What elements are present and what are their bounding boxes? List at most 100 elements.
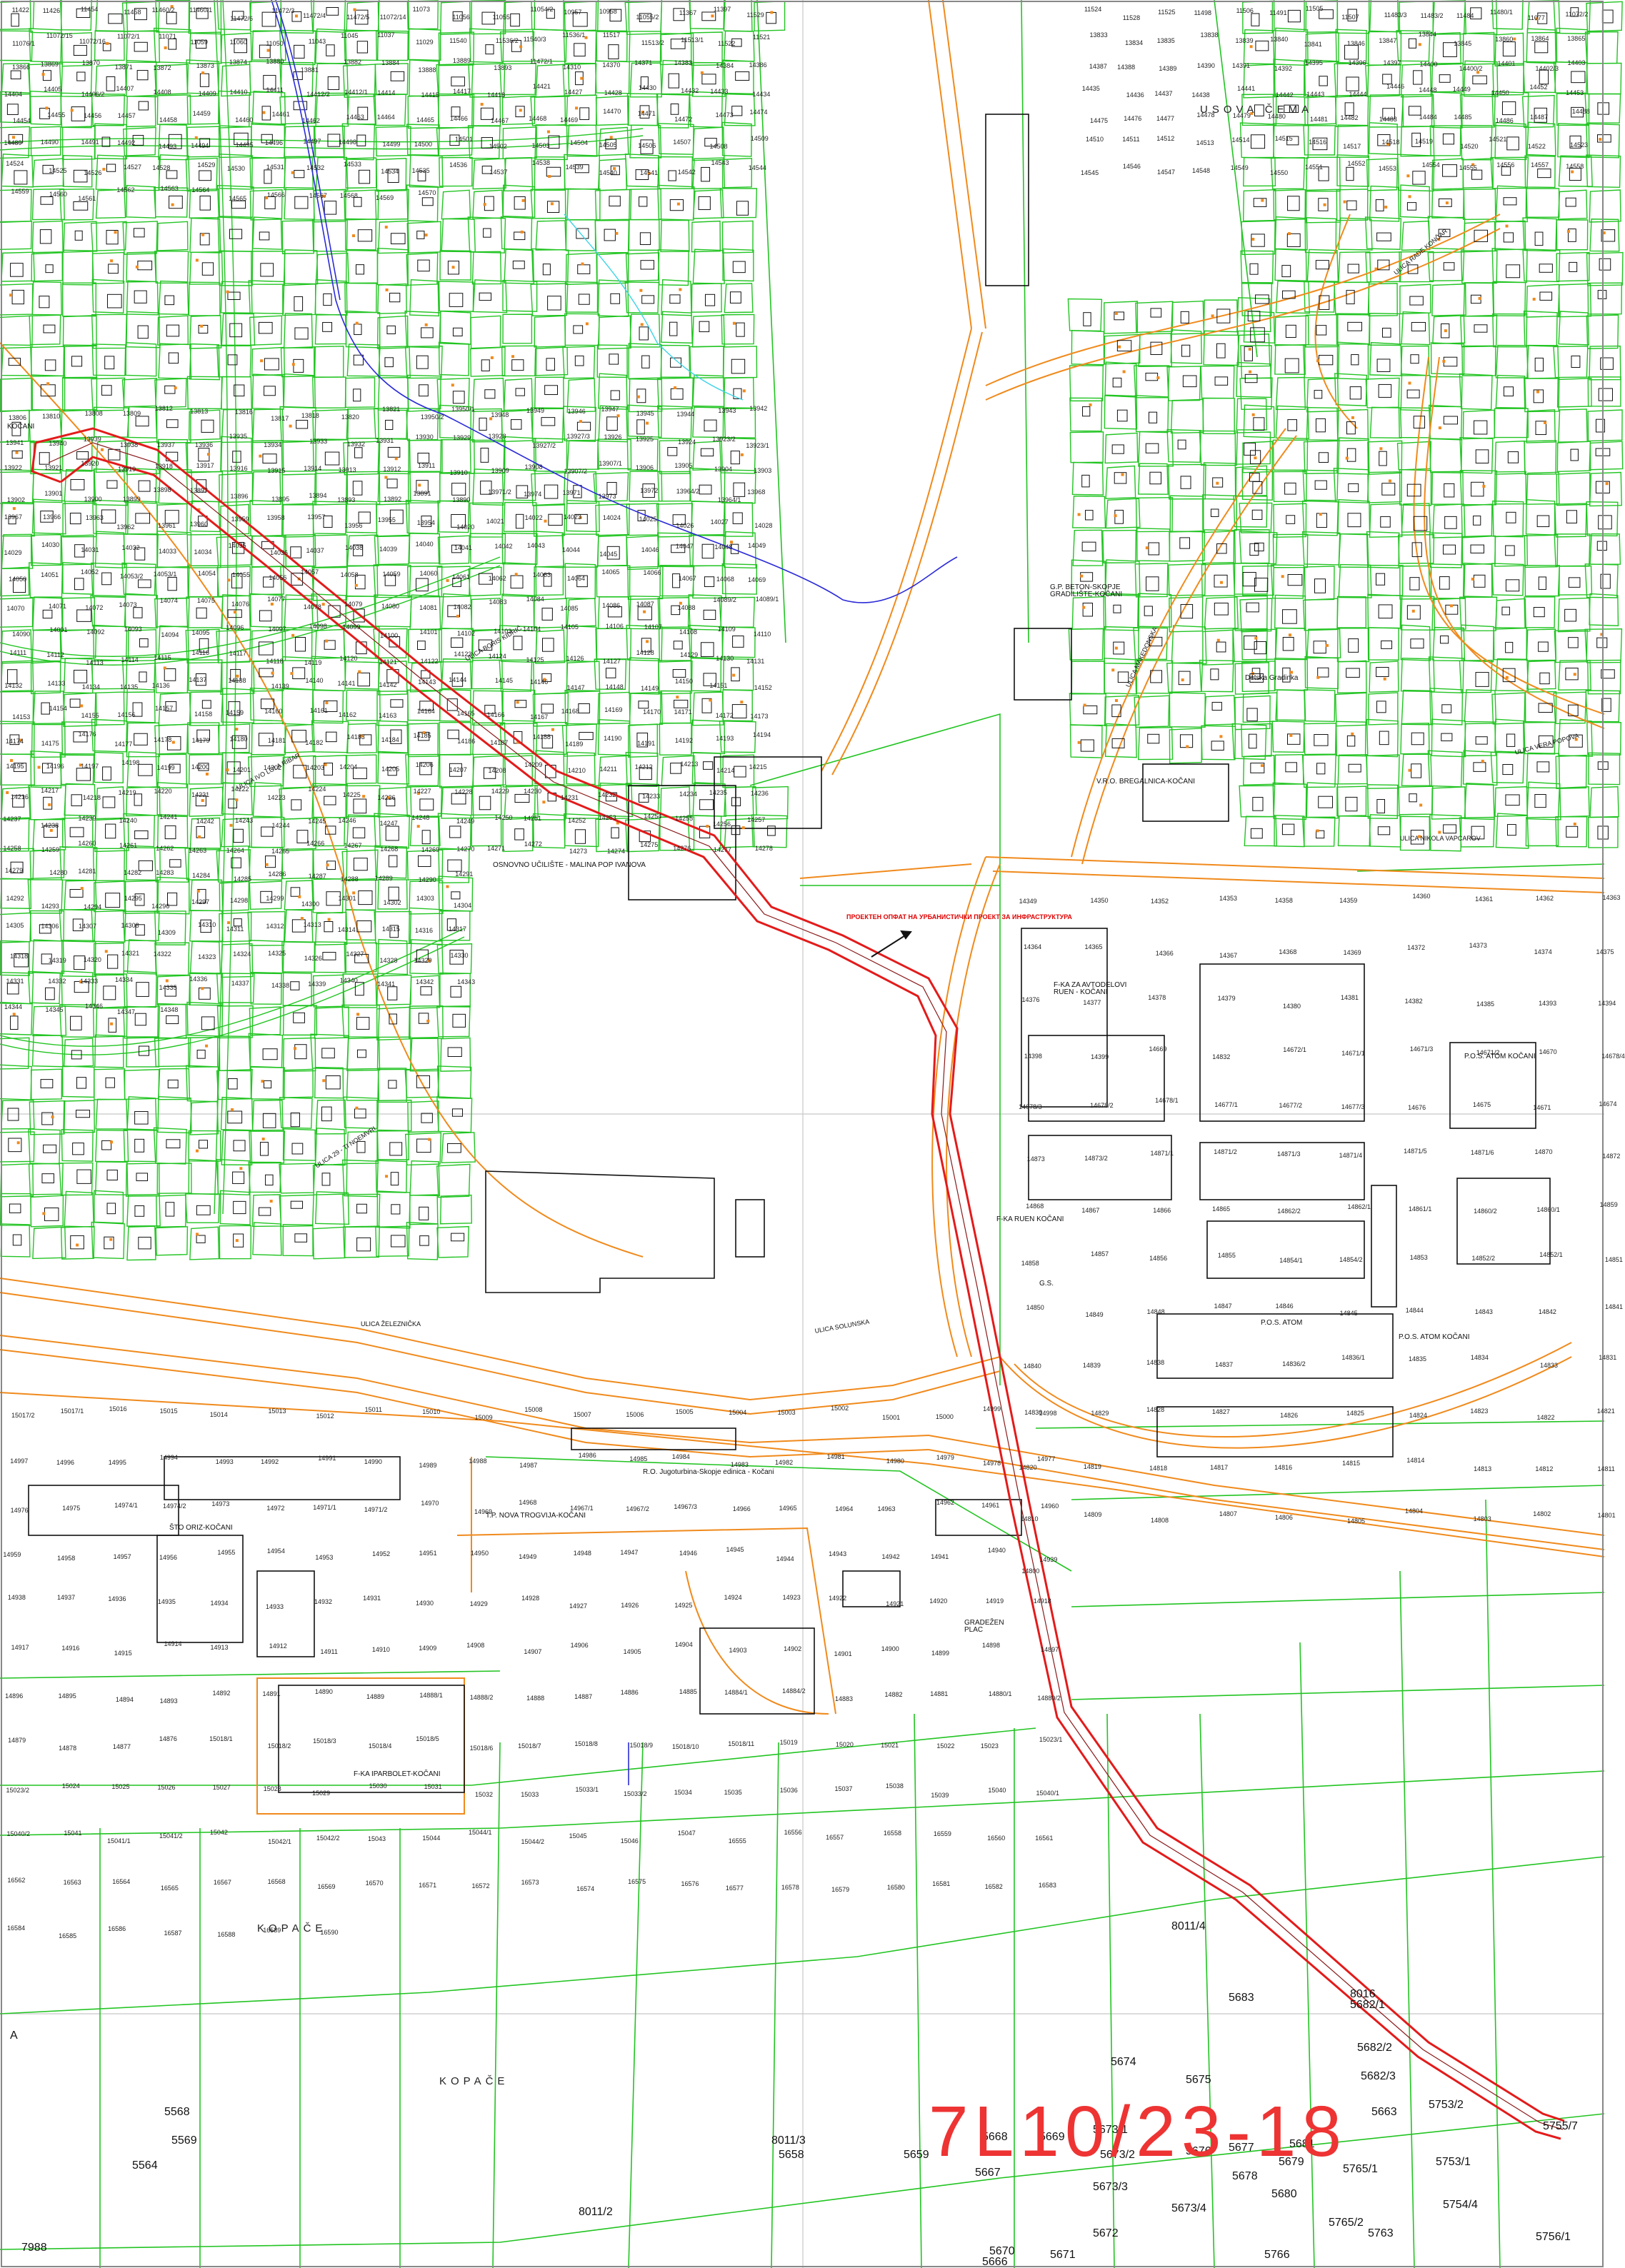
parcel-outline [657, 184, 695, 221]
house-outline [108, 13, 123, 24]
parcel-outline [1526, 660, 1556, 690]
parcel-outline [280, 0, 315, 34]
parcel-outline [724, 30, 755, 62]
parcel-outline [1270, 157, 1306, 190]
parcel-outline [1367, 472, 1402, 503]
parcel-outline [283, 313, 314, 348]
parcel-outline [1301, 816, 1336, 847]
parcel-outline [216, 535, 253, 567]
parcel-outline [216, 973, 255, 1003]
parcel-outline [1235, 465, 1268, 497]
parcel-outline [219, 154, 253, 190]
parcel-outline [219, 1190, 251, 1225]
parcel-outline [1522, 249, 1561, 283]
parcel-number: 14851 [1604, 1255, 1623, 1263]
house-marker [163, 666, 166, 670]
parcel-outline [1068, 628, 1104, 661]
house-marker [418, 483, 421, 487]
parcel-outline [566, 598, 596, 628]
parcel-outline [658, 156, 694, 189]
house-marker [196, 889, 200, 893]
house-marker [174, 386, 177, 390]
parcel-outline [1464, 723, 1496, 757]
parcel-outline [94, 1190, 124, 1224]
house-marker [1386, 143, 1390, 146]
house-marker [646, 640, 649, 643]
parcel-outline [561, 533, 599, 568]
parcel-outline [408, 28, 441, 61]
parcel-outline [629, 62, 662, 98]
parcel-outline [311, 878, 344, 914]
parcel-outline [660, 344, 691, 378]
house-marker [386, 796, 390, 799]
house-marker [164, 46, 167, 49]
parcel-outline [1069, 431, 1104, 463]
parcel-outline [218, 723, 251, 754]
parcel-outline [1524, 377, 1560, 413]
facility-jugoturbina: R.O. Jugoturbina-Skopje edinica - Kočani [643, 1468, 774, 1476]
house-outline [639, 232, 651, 246]
house-marker [1121, 473, 1124, 476]
house-marker [110, 1022, 114, 1025]
house-marker [76, 1243, 79, 1247]
house-outline [353, 196, 362, 207]
parcel-outline [0, 1131, 35, 1163]
parcel-outline [564, 281, 599, 313]
parcel-outline [60, 628, 97, 660]
parcel-outline [504, 249, 535, 284]
house-marker [1544, 421, 1547, 424]
parcel-outline [409, 661, 443, 693]
house-marker [1156, 376, 1160, 379]
house-marker [269, 1200, 273, 1203]
parcel-outline [1495, 813, 1529, 849]
parcel-outline [313, 974, 344, 1008]
parcel-outline [248, 280, 285, 314]
parcel-outline [723, 502, 754, 537]
house-marker [291, 363, 295, 366]
house-outline [326, 44, 335, 56]
parcel-outline [1401, 94, 1435, 127]
house-marker [352, 891, 356, 895]
house-marker [79, 980, 83, 983]
house-marker [700, 71, 704, 74]
parcel-outline [1431, 91, 1463, 129]
parcel-boundaries-west [0, 0, 789, 1261]
parcel-outline [533, 598, 567, 629]
parcel-outline [1491, 248, 1528, 284]
parcel-outline [30, 533, 62, 566]
parcel-outline [61, 970, 94, 1008]
house-outline [234, 132, 249, 145]
parcel-outline [407, 94, 439, 129]
parcel-outline [472, 189, 504, 220]
parcel-outline [1239, 598, 1273, 633]
parcel-outline [314, 941, 347, 973]
parcel-outline [1525, 816, 1559, 847]
parcel-outline [1170, 329, 1203, 364]
parcel-outline [436, 63, 474, 96]
house-marker [1471, 577, 1474, 581]
parcel-outline [31, 468, 63, 503]
house-marker [384, 476, 388, 479]
house-marker [289, 424, 292, 428]
parcel-outline [1494, 408, 1529, 438]
parcel-outline [1556, 441, 1591, 473]
facility-ruen: F-KA RUEN KOČANI [996, 1215, 1064, 1223]
parcel-outline [61, 1128, 94, 1162]
parcel-outline [1492, 63, 1524, 96]
parcel-outline [315, 1099, 347, 1135]
parcel-outline [1302, 598, 1339, 631]
house-marker [427, 959, 431, 963]
parcel-outline [377, 283, 407, 314]
parcel-outline [186, 596, 224, 628]
parcel-outline [1301, 754, 1336, 788]
parcel-outline [1204, 596, 1239, 630]
parcel-outline [189, 217, 221, 254]
house-outline [358, 169, 371, 184]
parcel-outline [1069, 397, 1103, 432]
parcel-outline [408, 723, 439, 758]
facility-oriz: ŠTO ORIZ-KOČANI [169, 1524, 233, 1532]
parcel-outline [1275, 627, 1307, 661]
house-outline [45, 264, 54, 274]
house-marker [1438, 426, 1441, 430]
